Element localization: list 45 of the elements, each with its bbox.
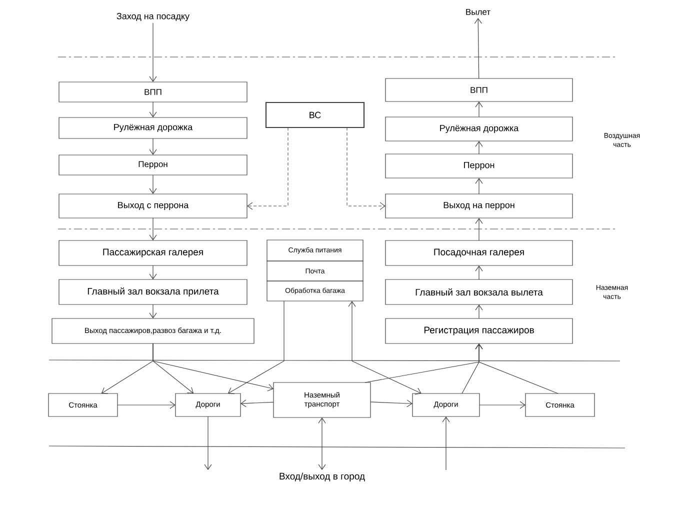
- arrow: [149, 22, 157, 82]
- process-box: Выход с перрона: [58, 194, 248, 218]
- arrow: [348, 301, 356, 362]
- double-arrow: [318, 418, 326, 470]
- process-box: ВПП: [58, 82, 248, 102]
- arrow: [228, 300, 284, 394]
- process-box: Выход на перрон: [385, 194, 573, 218]
- dashed-arrow: [247, 127, 288, 210]
- process-box: Главный зал вокзала вылета: [385, 279, 573, 305]
- arrow: [117, 401, 176, 409]
- arrow: [149, 304, 157, 318]
- arrow: [352, 360, 422, 395]
- arrow: [474, 18, 482, 79]
- arrow: [240, 400, 274, 408]
- process-box: Рулёжная дорожка: [58, 117, 248, 139]
- arrow: [475, 218, 483, 241]
- arrow: [149, 218, 157, 240]
- dashed-arrow: [346, 127, 386, 210]
- process-box: Перрон: [385, 154, 573, 178]
- arrow: [475, 178, 483, 194]
- arrow: [370, 400, 412, 408]
- text-label: Заход на посадку: [116, 12, 190, 22]
- process-box: Посадочная галерея: [385, 240, 573, 266]
- process-box: Пассажирская галерея: [58, 240, 248, 266]
- arrow: [204, 416, 212, 470]
- text-label: Вход/выход в город: [280, 472, 365, 482]
- arrow: [149, 265, 157, 280]
- process-box: Рулёжная дорожка: [385, 116, 573, 142]
- arrow: [149, 174, 157, 194]
- process-box: Регистрация пассажиров: [385, 318, 573, 344]
- arrow: [475, 344, 558, 394]
- process-box: ВПП: [385, 78, 573, 102]
- process-box: Главный зал вокзала прилета: [58, 279, 248, 305]
- arrow: [475, 304, 483, 319]
- arrow: [149, 138, 157, 155]
- arrow: [475, 266, 483, 280]
- arrow: [149, 102, 157, 118]
- arrow: [475, 102, 483, 118]
- process-box: Перрон: [58, 154, 248, 176]
- arrow: [475, 141, 483, 154]
- arrow: [152, 343, 274, 392]
- arrow: [442, 416, 450, 470]
- text-label: Вылет: [466, 9, 490, 15]
- process-box: ВС: [265, 102, 365, 128]
- arrow: [479, 401, 526, 409]
